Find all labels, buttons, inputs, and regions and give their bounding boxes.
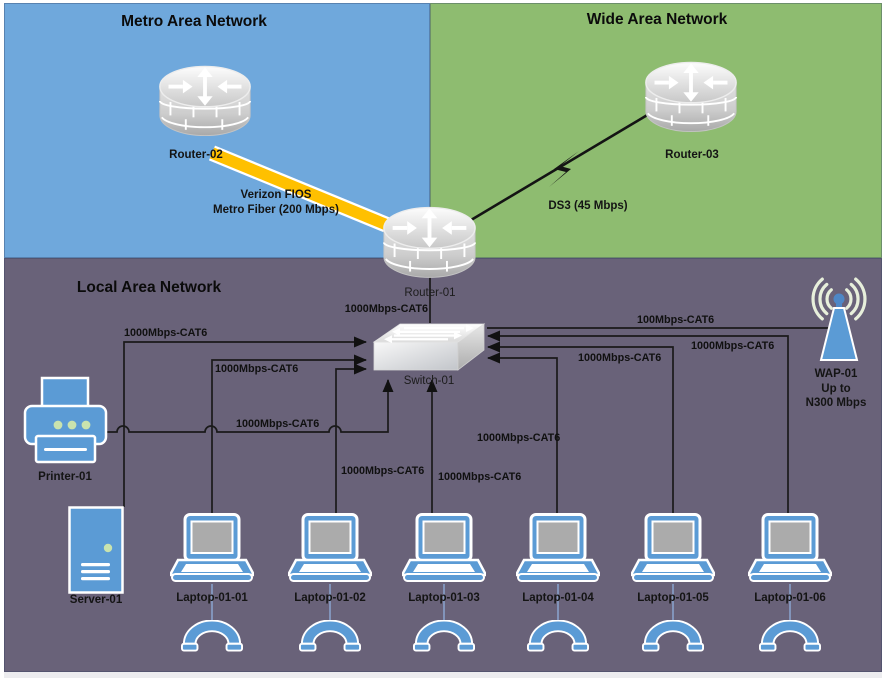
ds3-link-label: DS3 (45 Mbps) <box>548 200 628 212</box>
laptop-01-04-label: Laptop-01-04 <box>522 592 594 604</box>
cable-label-laptop1: 1000Mbps-CAT6 <box>215 363 299 375</box>
laptop-01-03-label: Laptop-01-03 <box>408 592 480 604</box>
wap-01-caption-1: Up to <box>821 382 851 395</box>
cable-label-server: 1000Mbps-CAT6 <box>124 327 208 339</box>
laptop-01-02-icon <box>288 513 372 590</box>
phone-02-icon <box>299 620 361 657</box>
wap-01-label: WAP-01 Up to N300 Mbps <box>786 367 886 411</box>
page-margin <box>4 672 882 678</box>
router-01-icon <box>381 203 478 282</box>
printer-01-label: Printer-01 <box>38 471 92 483</box>
laptop-01-06-icon <box>748 513 832 590</box>
cable-label-wap: 100Mbps-CAT6 <box>637 314 715 326</box>
cable-label-laptop2: 1000Mbps-CAT6 <box>341 465 425 477</box>
cable-label-laptop6: 1000Mbps-CAT6 <box>691 340 775 352</box>
fiber-link <box>209 147 407 238</box>
cable-label-laptop3: 1000Mbps-CAT6 <box>438 471 522 483</box>
link-laptop2-switch <box>335 363 367 516</box>
cable-label-printer: 1000Mbps-CAT6 <box>236 418 320 430</box>
server-01-icon <box>68 506 124 594</box>
link-server-switch <box>123 336 367 507</box>
phone-01-icon <box>181 620 243 657</box>
phone-05-icon <box>642 620 704 657</box>
phone-04-icon <box>527 620 589 657</box>
ds3-link <box>455 112 650 231</box>
phone-cords <box>211 584 791 624</box>
link-laptop5-switch <box>487 341 674 516</box>
laptop-01-06-label: Laptop-01-06 <box>754 592 826 604</box>
wap-01-caption-2: N300 Mbps <box>805 397 867 409</box>
server-01-label: Server-01 <box>69 594 123 606</box>
wap-01-name: WAP-01 <box>814 368 858 380</box>
link-laptop6-switch <box>487 330 789 516</box>
laptop-01-04-icon <box>516 513 600 590</box>
fiber-link-label-line1: Verizon FIOS <box>240 189 312 201</box>
laptop-01-01-icon <box>170 513 254 590</box>
wide-area-title: Wide Area Network <box>586 11 728 28</box>
fiber-link-label: Verizon FIOS Metro Fiber (200 Mbps) <box>176 188 376 218</box>
lightning-bolt-icon <box>549 151 579 187</box>
router-03-icon <box>643 58 739 136</box>
router-03-label: Router-03 <box>665 149 719 161</box>
router-01-label: Router-01 <box>404 287 456 299</box>
cable-label-laptop5: 1000Mbps-CAT6 <box>578 352 662 364</box>
cable-label-laptop4: 1000Mbps-CAT6 <box>477 432 561 444</box>
metro-area-title: Metro Area Network <box>121 13 267 30</box>
laptop-01-03-icon <box>402 513 486 590</box>
region-wide-area-network <box>430 3 882 258</box>
router-02-label: Router-02 <box>169 149 223 161</box>
laptop-01-05-icon <box>631 513 715 590</box>
ethernet-links <box>104 276 830 516</box>
local-area-title: Local Area Network <box>76 279 222 296</box>
laptop-01-01-label: Laptop-01-01 <box>176 592 248 604</box>
laptop-01-02-label: Laptop-01-02 <box>294 592 366 604</box>
wap-01-icon <box>800 272 878 362</box>
phone-03-icon <box>413 620 475 657</box>
switch-01-icon <box>372 320 486 374</box>
laptop-01-05-label: Laptop-01-05 <box>637 592 709 604</box>
cable-label-router01-switch: 1000Mbps-CAT6 <box>344 303 428 315</box>
phone-06-icon <box>759 620 821 657</box>
link-printer-switch <box>104 379 394 433</box>
switch-01-label: Switch-01 <box>403 375 455 387</box>
printer-01-icon <box>23 376 108 468</box>
link-laptop4-switch <box>487 352 558 516</box>
link-laptop1-switch <box>211 354 367 516</box>
router-02-icon <box>157 62 253 140</box>
fiber-link-label-line2: Metro Fiber (200 Mbps) <box>213 204 339 216</box>
